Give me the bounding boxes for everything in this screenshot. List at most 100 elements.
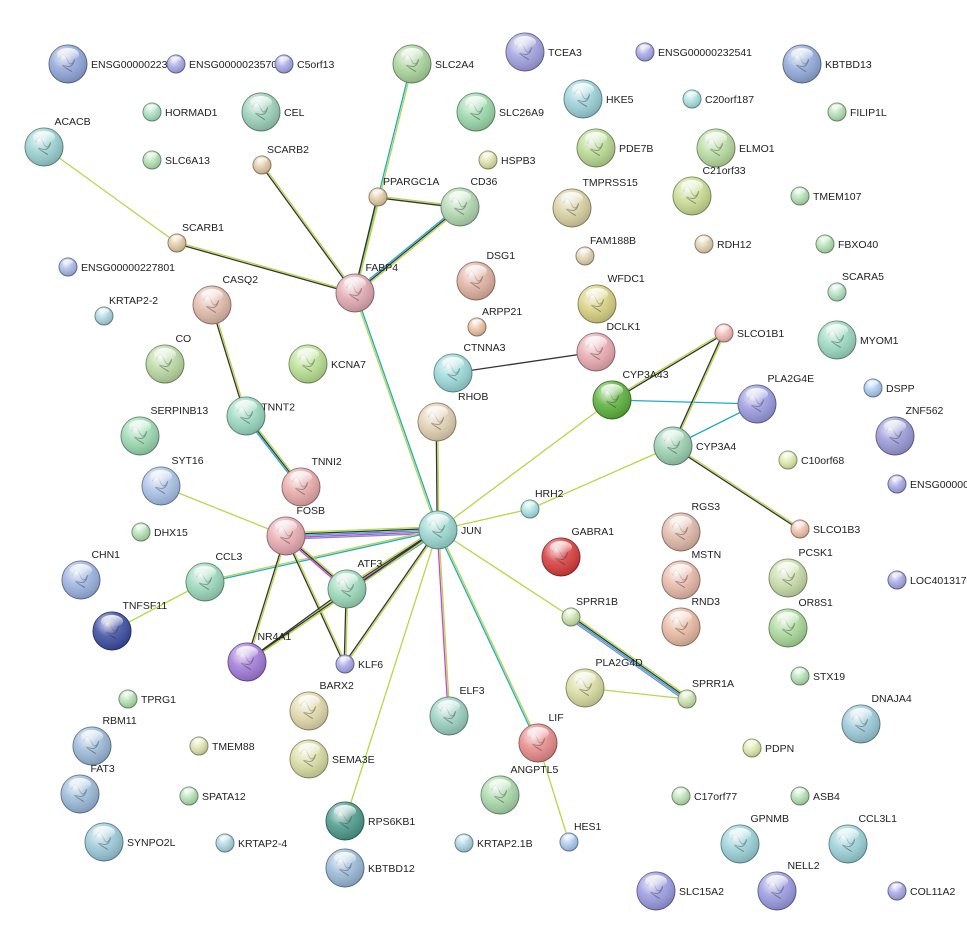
node-ctnna3[interactable]: CTNNA3 (433, 342, 506, 393)
node-tprg1[interactable]: TPRG1 (118, 689, 176, 709)
node-scarb1[interactable]: SCARB1 (167, 222, 224, 253)
node-nr4a1[interactable]: NR4A1 (227, 631, 291, 682)
node-rgs3[interactable]: RGS3 (661, 501, 720, 552)
node-rps6kb1[interactable]: RPS6KB1 (325, 801, 415, 841)
node-hspb3[interactable]: HSPB3 (478, 150, 536, 170)
node-sema3e[interactable]: SEMA3E (289, 739, 375, 779)
node-fosb[interactable]: FOSB (266, 505, 325, 556)
node-ensg00000223699[interactable]: ENSG00000223699 (48, 44, 185, 84)
node-dspp[interactable]: DSPP (863, 378, 915, 398)
node-hormad1[interactable]: HORMAD1 (142, 102, 218, 122)
node-slc6a13[interactable]: SLC6A13 (142, 150, 210, 170)
node-slco1b1[interactable]: SLCO1B1 (714, 323, 784, 343)
node-sprr1a[interactable]: SPRR1A (677, 678, 734, 709)
node-col11a2[interactable]: COL11A2 (887, 881, 955, 901)
node-tnnt2[interactable]: TNNT2 (226, 396, 295, 436)
node-stx19[interactable]: STX19 (790, 666, 845, 686)
node-lif[interactable]: LIF (518, 712, 564, 763)
node-chn1[interactable]: CHN1 (61, 549, 120, 600)
node-arpp21[interactable]: ARPP21 (467, 306, 522, 337)
node-dhx15[interactable]: DHX15 (131, 522, 188, 542)
node-scara5[interactable]: SCARA5 (827, 271, 884, 302)
node-tnfsf11[interactable]: TNFSF11 (92, 600, 167, 651)
node-casq2[interactable]: CASQ2 (192, 274, 258, 325)
node-barx2[interactable]: BARX2 (289, 680, 354, 731)
node-pde7b[interactable]: PDE7B (576, 128, 653, 168)
node-filip1l[interactable]: FILIP1L (827, 102, 887, 122)
node-dsg1[interactable]: DSG1 (456, 250, 515, 301)
node-acacb[interactable]: ACACB (24, 116, 91, 167)
node-tmem88[interactable]: TMEM88 (189, 736, 255, 756)
node-c10orf68[interactable]: C10orf68 (778, 450, 844, 470)
node-tcea3[interactable]: TCEA3 (505, 32, 582, 72)
node-fam188b[interactable]: FAM188B (575, 235, 636, 266)
node-elmo1[interactable]: ELMO1 (696, 128, 775, 168)
node-angptl5[interactable]: ANGPTL5 (480, 764, 558, 815)
node-kcna7[interactable]: KCNA7 (288, 344, 366, 384)
node-loc401317[interactable]: LOC401317 (887, 570, 967, 590)
node-c17orf77[interactable]: C17orf77 (671, 786, 737, 806)
node-mstn[interactable]: MSTN (661, 549, 721, 600)
node-krtap2-4[interactable]: KRTAP2-4 (215, 833, 287, 853)
node-jun[interactable]: JUN (418, 510, 481, 550)
node-synpo2l[interactable]: SYNPO2L (84, 822, 176, 862)
node-pdpn[interactable]: PDPN (742, 738, 794, 758)
node-krtap2-2[interactable]: KRTAP2-2 (94, 295, 158, 326)
node-rbm11[interactable]: RBM11 (72, 715, 137, 766)
node-nell2[interactable]: NELL2 (757, 860, 820, 911)
node-krtap2.1b[interactable]: KRTAP2.1B (454, 833, 533, 853)
node-pla2g4d[interactable]: PLA2G4D (565, 657, 643, 708)
node-cd36[interactable]: CD36 (440, 176, 497, 227)
node-fbxo40[interactable]: FBXO40 (815, 234, 878, 254)
node-c5orf13[interactable]: C5orf13 (274, 54, 335, 74)
node-atf3[interactable]: ATF3 (327, 558, 383, 609)
node-dclk1[interactable]: DCLK1 (576, 321, 640, 372)
node-cel[interactable]: CEL (241, 92, 305, 132)
node-slc15a2[interactable]: SLC15A2 (636, 871, 724, 911)
node-wfdc1[interactable]: WFDC1 (577, 273, 645, 324)
node-spata12[interactable]: SPATA12 (179, 786, 246, 806)
node-or8s1[interactable]: OR8S1 (768, 597, 833, 648)
node-pcsk1[interactable]: PCSK1 (768, 547, 833, 598)
node-cyp3a43[interactable]: CYP3A43 (592, 369, 669, 420)
node-tmprss15[interactable]: TMPRSS15 (552, 177, 638, 228)
node-asb4[interactable]: ASB4 (790, 786, 840, 806)
node-rdh12[interactable]: RDH12 (694, 234, 752, 254)
node-ccl3l1[interactable]: CCL3L1 (828, 813, 897, 864)
node-c20orf187[interactable]: C20orf187 (682, 89, 754, 109)
node-dnaja4[interactable]: DNAJA4 (841, 693, 912, 744)
node-slco1b3[interactable]: SLCO1B3 (790, 519, 860, 539)
node-rhob[interactable]: RHOB (417, 391, 488, 442)
node-slc26a9[interactable]: SLC26A9 (456, 92, 544, 132)
node-pla2g4e[interactable]: PLA2G4E (737, 373, 814, 424)
node-hke5[interactable]: HKE5 (563, 79, 634, 119)
node-gpnmb[interactable]: GPNMB (720, 813, 789, 864)
node-ccl3[interactable]: CCL3 (185, 551, 242, 602)
node-c21orf33[interactable]: C21orf33 (672, 165, 746, 216)
node-ensg00000232541[interactable]: ENSG00000232541 (635, 42, 752, 62)
node-kbtbd12[interactable]: KBTBD12 (325, 848, 415, 888)
node-tmem107[interactable]: TMEM107 (790, 186, 862, 206)
node-syt16[interactable]: SYT16 (141, 455, 204, 506)
node-ensg00000[interactable]: ENSG00000 (887, 474, 967, 494)
node-gabra1[interactable]: GABRA1 (541, 526, 614, 577)
node-klf6[interactable]: KLF6 (335, 654, 383, 674)
node-fabp4[interactable]: FABP4 (335, 262, 398, 313)
node-slc2a4[interactable]: SLC2A4 (392, 44, 474, 84)
node-hrh2[interactable]: HRH2 (520, 488, 564, 519)
node-scarb2[interactable]: SCARB2 (252, 144, 309, 175)
node-sprr1b[interactable]: SPRR1B (561, 596, 618, 627)
node-ppargc1a[interactable]: PPARGC1A (368, 176, 439, 207)
node-cyp3a4[interactable]: CYP3A4 (653, 426, 736, 466)
node-znf562[interactable]: ZNF562 (875, 405, 944, 456)
node-myom1[interactable]: MYOM1 (817, 320, 899, 360)
node-elf3[interactable]: ELF3 (429, 685, 485, 736)
node-fat3[interactable]: FAT3 (60, 763, 115, 814)
node-tnni2[interactable]: TNNI2 (281, 456, 342, 507)
node-hes1[interactable]: HES1 (559, 821, 602, 852)
node-rnd3[interactable]: RND3 (661, 596, 720, 647)
node-kbtbd13[interactable]: KBTBD13 (782, 44, 872, 84)
node-serpinb13[interactable]: SERPINB13 (120, 405, 208, 456)
node-ensg00000235708[interactable]: ENSG00000235708 (166, 54, 283, 74)
node-co[interactable]: CO (145, 333, 191, 384)
